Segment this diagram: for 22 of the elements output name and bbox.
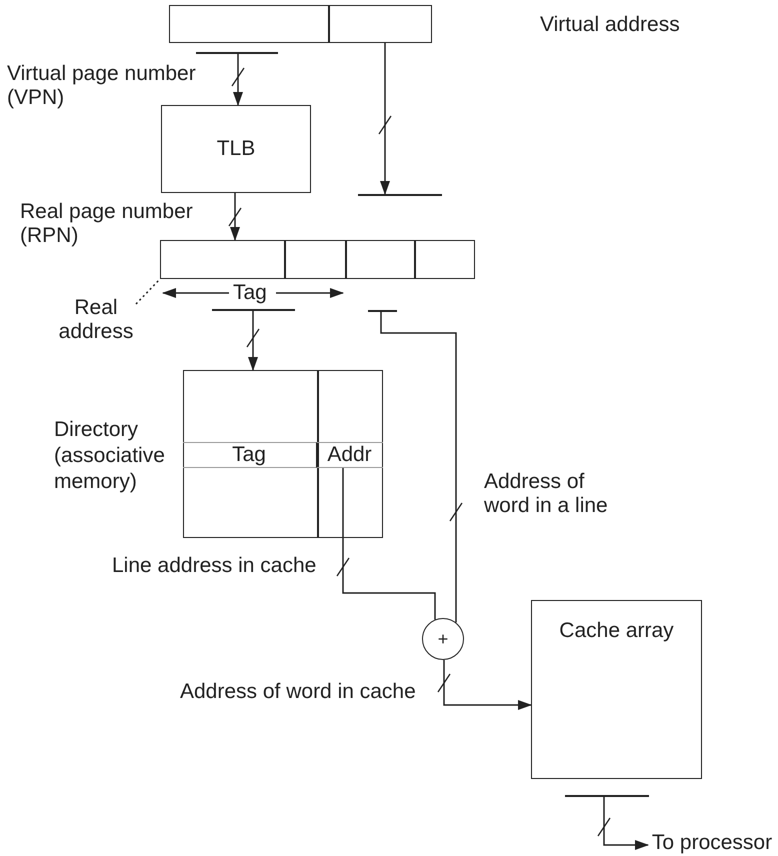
tag-cell: Tag: [182, 442, 316, 468]
register-box: [160, 240, 475, 279]
text-label: Real address: [56, 296, 136, 346]
edge-label: Real page number (RPN): [20, 200, 194, 248]
edge-label: Address of word in a line: [484, 470, 609, 518]
arrow: [230, 193, 240, 241]
register-box: [169, 5, 432, 43]
text-label: To processor: [648, 831, 776, 856]
arrow: [443, 660, 532, 710]
cache-array-box: Cache array: [531, 600, 702, 779]
arrow: [233, 54, 243, 106]
directory-heading: Directory (associative memory): [54, 417, 166, 495]
addr-cell: Addr: [316, 442, 382, 468]
arrow: [380, 43, 390, 195]
register-label: Virtual address: [540, 12, 680, 38]
edge-label: Line address in cache: [112, 554, 318, 578]
arrow: [248, 311, 258, 371]
edge-label: Address of word in cache: [180, 680, 417, 704]
arrow: [603, 797, 649, 850]
leader-line: [135, 278, 161, 305]
tlb-box: TLB: [161, 105, 311, 193]
dimension-label: Tag: [233, 280, 267, 306]
